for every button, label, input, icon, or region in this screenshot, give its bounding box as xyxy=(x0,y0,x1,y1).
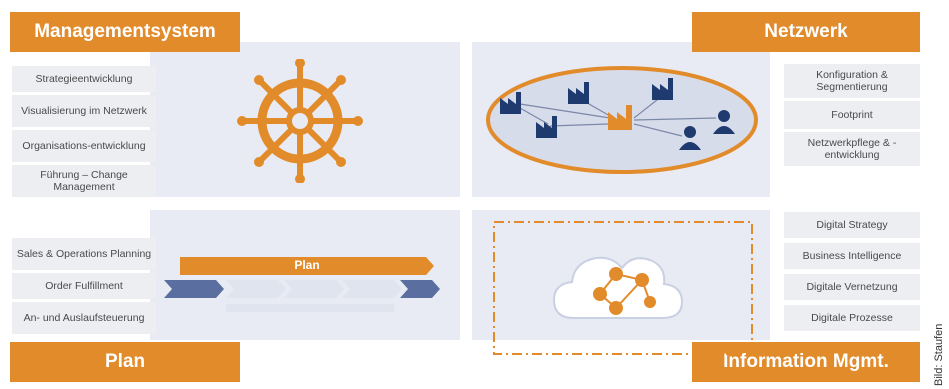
network-nodes-icon xyxy=(593,267,656,315)
plan-items: Sales & Operations Planning Order Fulfil… xyxy=(10,238,156,334)
header-managementsystem: Managementsystem xyxy=(10,12,240,52)
item-digitale-vernetzung: Digitale Vernetzung xyxy=(782,274,920,300)
ship-wheel-icon xyxy=(237,59,363,183)
item-fuehrung-change: Führung – Change Management xyxy=(10,165,156,197)
header-netzwerk: Netzwerk xyxy=(692,12,920,52)
item-an-auslaufsteuerung: An- und Auslaufsteuerung xyxy=(10,302,156,334)
factory-icon xyxy=(536,116,557,138)
plan-arrow-label: Plan xyxy=(294,258,320,272)
cloud-network-diagram xyxy=(493,221,753,355)
person-icon xyxy=(679,126,701,150)
image-credit-text: Bild: Staufen xyxy=(933,323,945,386)
item-sales-operations: Sales & Operations Planning xyxy=(10,238,156,270)
management-items: Strategieentwicklung Visualisierung im N… xyxy=(10,66,156,197)
header-plan: Plan xyxy=(10,342,240,382)
netzwerk-items: Konfiguration & Segmentierung Footprint … xyxy=(782,64,920,166)
person-icon xyxy=(713,110,735,134)
plan-process-diagram xyxy=(164,257,440,312)
item-visualisierung: Visualisierung im Netzwerk xyxy=(10,95,156,127)
header-information-mgmt: Information Mgmt. xyxy=(692,342,920,382)
item-strategieentwicklung: Strategieentwicklung xyxy=(10,66,156,92)
item-business-intelligence: Business Intelligence xyxy=(782,243,920,269)
factory-icon xyxy=(568,82,589,104)
item-konfiguration: Konfiguration & Segmentierung xyxy=(782,64,920,98)
factory-icon xyxy=(608,105,632,130)
item-netzwerkpflege: Netzwerkpflege & -entwicklung xyxy=(782,132,920,166)
item-footprint: Footprint xyxy=(782,101,920,129)
information-items: Digital Strategy Business Intelligence D… xyxy=(782,212,920,331)
network-ellipse-diagram xyxy=(486,66,758,174)
item-digital-strategy: Digital Strategy xyxy=(782,212,920,238)
item-order-fulfillment: Order Fulfillment xyxy=(10,273,156,299)
image-credit: Bild: Staufen xyxy=(933,300,947,386)
factory-icon xyxy=(500,92,521,114)
item-organisationsentwicklung: Organisations-entwicklung xyxy=(10,130,156,162)
item-digitale-prozesse: Digitale Prozesse xyxy=(782,305,920,331)
factory-icon xyxy=(652,78,673,100)
